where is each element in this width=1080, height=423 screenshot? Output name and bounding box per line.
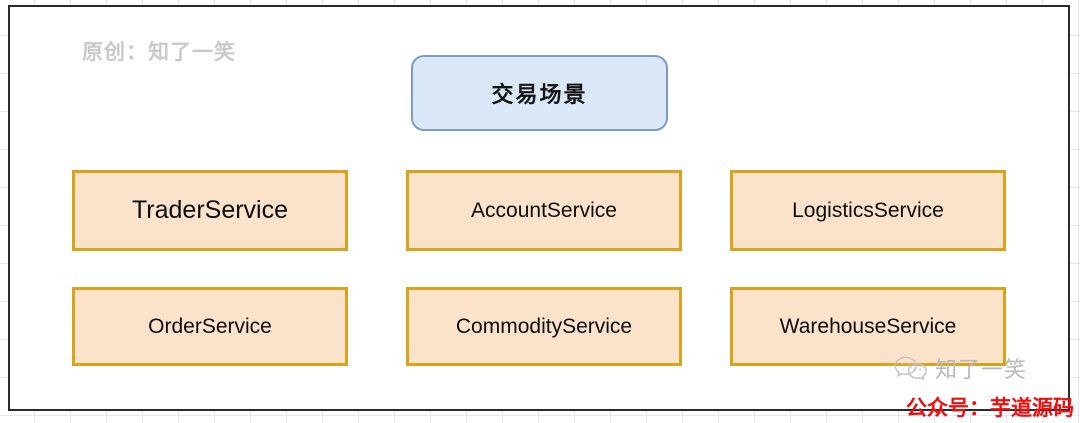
node-logistics-service[interactable]: LogisticsService [730,170,1006,251]
diagram-canvas: 原创：知了一笑 交易场景 TraderService AccountServic… [8,5,1070,411]
node-trade-scene[interactable]: 交易场景 [411,55,668,131]
node-commodity-service[interactable]: CommodityService [406,287,682,366]
node-order-service[interactable]: OrderService [72,287,348,366]
node-order-service-label: OrderService [148,314,272,338]
author-watermark: 原创：知了一笑 [82,41,236,64]
node-account-service-label: AccountService [471,198,617,222]
node-account-service[interactable]: AccountService [406,170,682,251]
node-commodity-service-label: CommodityService [455,314,633,338]
node-warehouse-service-label: WarehouseService [779,314,957,338]
official-account-watermark: 公众号：芋道源码 [906,397,1074,420]
wechat-watermark: 知了一笑 [893,352,1027,384]
wechat-icon [893,354,929,382]
node-trader-service[interactable]: TraderService [72,170,348,251]
node-logistics-service-label: LogisticsService [792,198,944,222]
wechat-name-label: 知了一笑 [935,357,1028,382]
node-trade-scene-label: 交易场景 [491,82,588,107]
node-trader-service-label: TraderService [131,196,289,224]
node-warehouse-service[interactable]: WarehouseService [730,287,1006,366]
